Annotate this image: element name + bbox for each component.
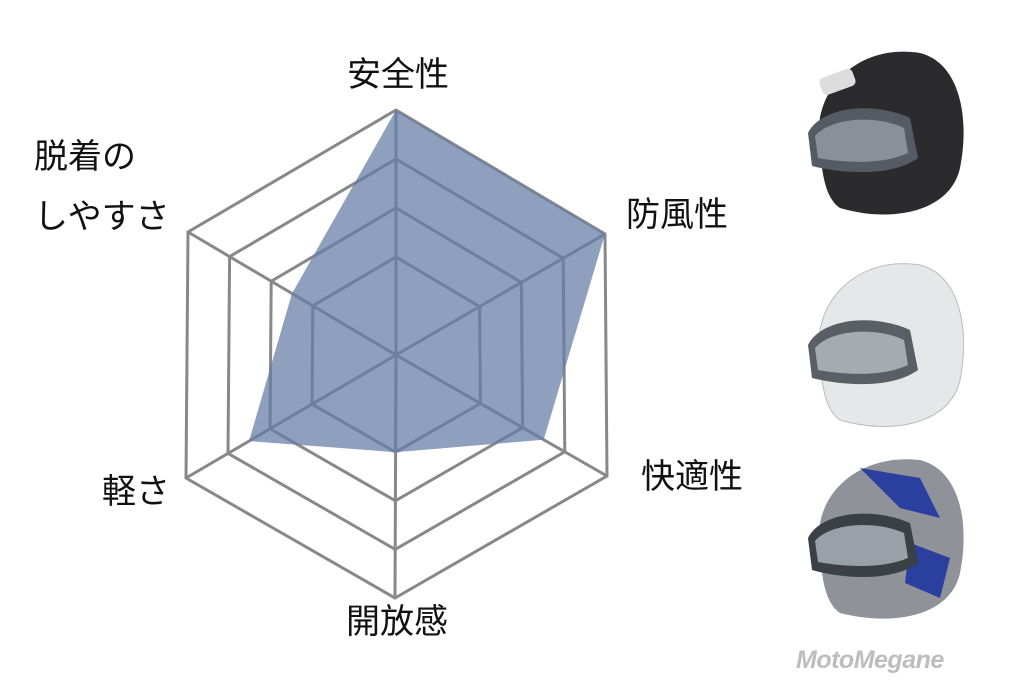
grid-spoke-overlay xyxy=(395,353,605,453)
helmet-image-black xyxy=(808,51,964,215)
axis-label-comfort: 快適性 xyxy=(641,457,743,497)
axis-label-removal-line1: 脱着の xyxy=(34,137,136,177)
grid-spoke-overlay xyxy=(393,354,398,453)
data-point-1 xyxy=(604,233,606,235)
data-point-2 xyxy=(543,439,545,441)
axis-label-safety: 安全性 xyxy=(347,55,449,95)
axis-label-openness: 開放感 xyxy=(346,602,448,642)
data-point-3 xyxy=(395,451,397,453)
axis-label-removal-line2: しやすさ xyxy=(34,197,170,237)
grid-spoke-overlay xyxy=(249,353,397,453)
helmet-image-blue xyxy=(808,459,964,619)
watermark-logo: MotoMegane xyxy=(796,646,944,674)
data-point-5 xyxy=(291,293,293,294)
axis-label-lightness: 軽さ xyxy=(102,472,170,512)
axis-label-wind: 防風性 xyxy=(626,195,728,235)
helmet-image-white xyxy=(808,263,965,427)
data-point-0 xyxy=(395,109,397,111)
data-area xyxy=(249,110,605,453)
grid-spoke-overlay xyxy=(395,232,605,357)
data-point-4 xyxy=(248,440,250,442)
